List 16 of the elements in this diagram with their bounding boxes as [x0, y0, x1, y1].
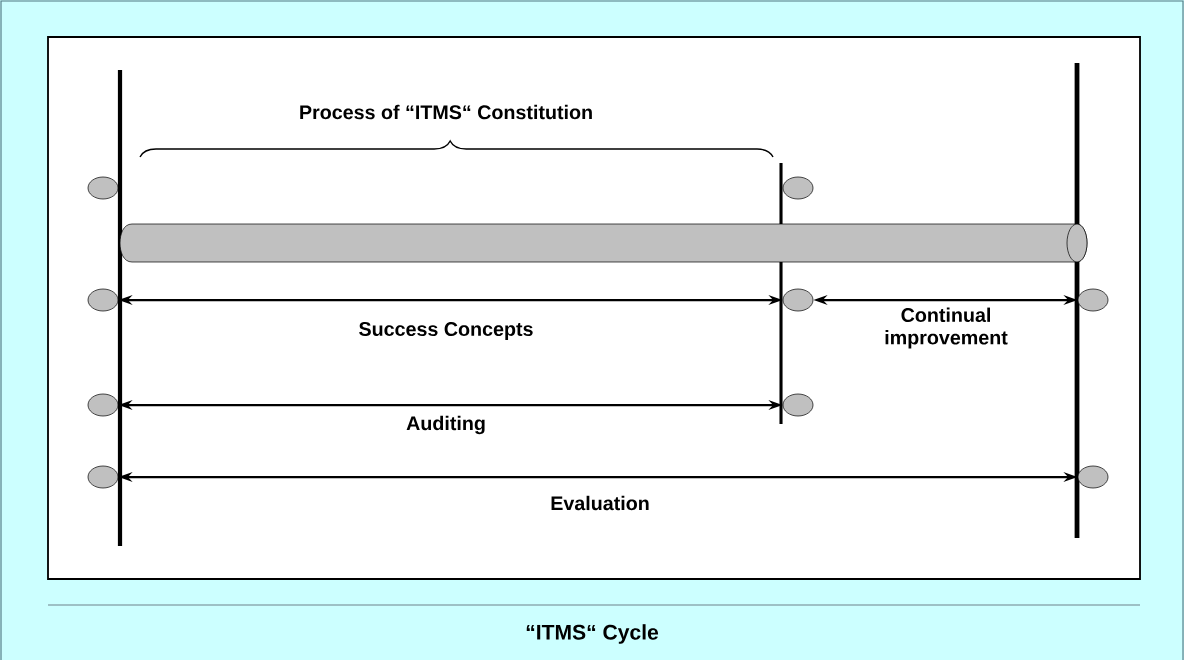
edge-label: Auditing: [406, 415, 485, 435]
caption: “ITMS“ Cycle: [526, 624, 659, 644]
ellipse-marker: [782, 393, 814, 417]
ellipse-marker: [782, 288, 814, 312]
edge-label: Continual improvement: [885, 307, 1008, 349]
ellipse-marker: [87, 465, 119, 489]
ellipse-marker: [1077, 288, 1109, 312]
ellipse-marker: [1077, 465, 1109, 489]
edge-label: Evaluation: [551, 495, 649, 511]
ellipse-marker: [782, 176, 814, 200]
ellipse-marker: [87, 393, 119, 417]
edge-label: Success Concepts: [359, 322, 533, 340]
ellipse-marker: [87, 176, 119, 200]
ellipse-marker: [87, 288, 119, 312]
brace-label: Process of “ITMS“ Constitution: [300, 104, 592, 120]
cylinder-bar: [119, 223, 1088, 263]
